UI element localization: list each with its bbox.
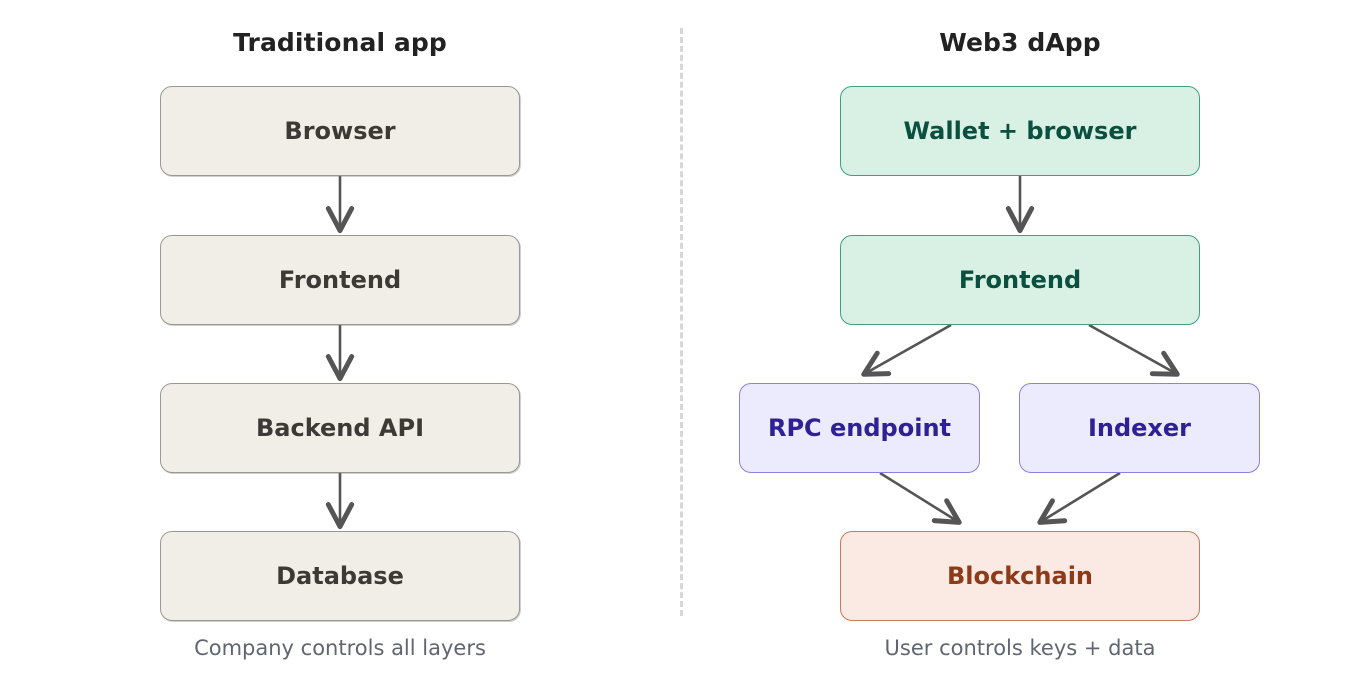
caption-web3: User controls keys + data bbox=[884, 636, 1156, 660]
node-backend-api[interactable]: Backend API bbox=[160, 383, 520, 473]
edge-frontend-to-rpc bbox=[861, 323, 952, 377]
node-browser-label: Browser bbox=[284, 117, 396, 145]
node-frontend-traditional[interactable]: Frontend bbox=[160, 235, 520, 325]
column-title-traditional: Traditional app bbox=[233, 28, 447, 57]
node-frontend-web3[interactable]: Frontend bbox=[840, 235, 1200, 325]
node-blockchain[interactable]: Blockchain bbox=[840, 531, 1200, 621]
column-divider bbox=[680, 28, 683, 616]
node-indexer[interactable]: Indexer bbox=[1019, 383, 1260, 473]
node-backend-api-label: Backend API bbox=[255, 414, 425, 442]
node-indexer-label: Indexer bbox=[1087, 414, 1192, 442]
node-wallet-browser-label: Wallet + browser bbox=[903, 117, 1137, 145]
node-frontend-web3-label: Frontend bbox=[958, 266, 1082, 294]
node-blockchain-label: Blockchain bbox=[946, 562, 1093, 590]
edge-indexer-to-blockchain bbox=[1037, 471, 1121, 525]
node-browser[interactable]: Browser bbox=[160, 86, 520, 176]
node-frontend-traditional-label: Frontend bbox=[278, 266, 402, 294]
node-database[interactable]: Database bbox=[160, 531, 520, 621]
column-title-web3: Web3 dApp bbox=[939, 28, 1101, 57]
edge-rpc-to-blockchain bbox=[879, 471, 962, 525]
node-rpc-endpoint-label: RPC endpoint bbox=[767, 414, 952, 442]
edge-frontend-to-indexer bbox=[1088, 323, 1180, 377]
node-database-label: Database bbox=[276, 562, 404, 590]
node-wallet-browser[interactable]: Wallet + browser bbox=[840, 86, 1200, 176]
node-rpc-endpoint[interactable]: RPC endpoint bbox=[739, 383, 980, 473]
caption-traditional: Company controls all layers bbox=[194, 636, 486, 660]
